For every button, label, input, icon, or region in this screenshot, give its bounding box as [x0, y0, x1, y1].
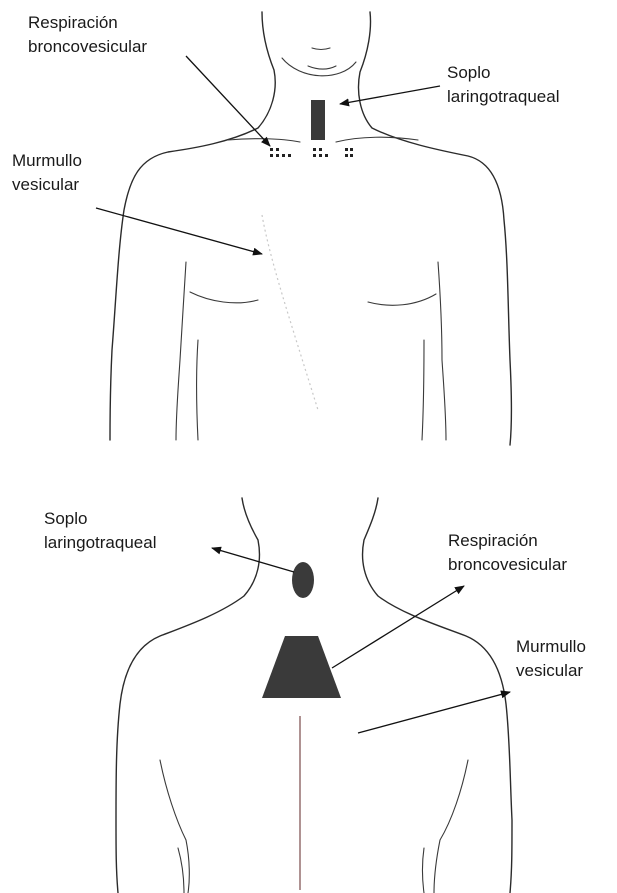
- front-arm-right-inner: [438, 262, 446, 440]
- back-label-soplo-1: Soplo: [44, 509, 87, 528]
- back-arm-right-inner: [434, 760, 468, 893]
- front-label-respiracion-2: broncovesicular: [28, 37, 147, 56]
- front-flank-left: [197, 340, 199, 440]
- front-label-soplo-2: laringotraqueal: [447, 87, 559, 106]
- front-label-murmullo-1: Murmullo: [12, 151, 82, 170]
- front-sternum-faint: [262, 215, 318, 410]
- back-bronchovesicular-marker: [262, 636, 341, 698]
- front-arrow-respiracion: [186, 56, 270, 146]
- front-arrow-soplo: [340, 86, 440, 104]
- back-label-murmullo-1: Murmullo: [516, 637, 586, 656]
- front-bronchovesicular-dots-center: [313, 148, 328, 157]
- back-label-respiracion-1: Respiración: [448, 531, 538, 550]
- back-arrow-soplo: [212, 548, 294, 572]
- back-flank-right: [423, 848, 425, 893]
- back-label-respiracion-2: broncovesicular: [448, 555, 567, 574]
- front-chin: [282, 58, 356, 76]
- front-throat-mark-2: [308, 66, 336, 69]
- front-flank-right: [422, 340, 424, 440]
- back-arm-left-inner: [160, 760, 189, 893]
- back-arrow-respiracion: [332, 586, 464, 668]
- back-flank-left: [178, 848, 184, 893]
- back-arrow-murmullo: [358, 692, 510, 733]
- front-label-murmullo-2: vesicular: [12, 175, 79, 194]
- front-bronchovesicular-dots-right: [345, 148, 353, 157]
- front-pectoral-left: [190, 292, 258, 303]
- front-neck-left: [110, 12, 275, 440]
- back-label-murmullo-2: vesicular: [516, 661, 583, 680]
- front-trachea-marker: [311, 100, 325, 140]
- front-pectoral-right: [368, 294, 436, 305]
- front-label-respiracion-1: Respiración: [28, 13, 118, 32]
- front-throat-mark-1: [312, 48, 330, 50]
- front-bronchovesicular-dots-left: [270, 148, 291, 157]
- back-larynx-marker: [292, 562, 314, 598]
- back-label-soplo-2: laringotraqueal: [44, 533, 156, 552]
- front-label-soplo-1: Soplo: [447, 63, 490, 82]
- back-neck-left: [116, 498, 259, 893]
- front-arm-left-inner: [176, 262, 186, 440]
